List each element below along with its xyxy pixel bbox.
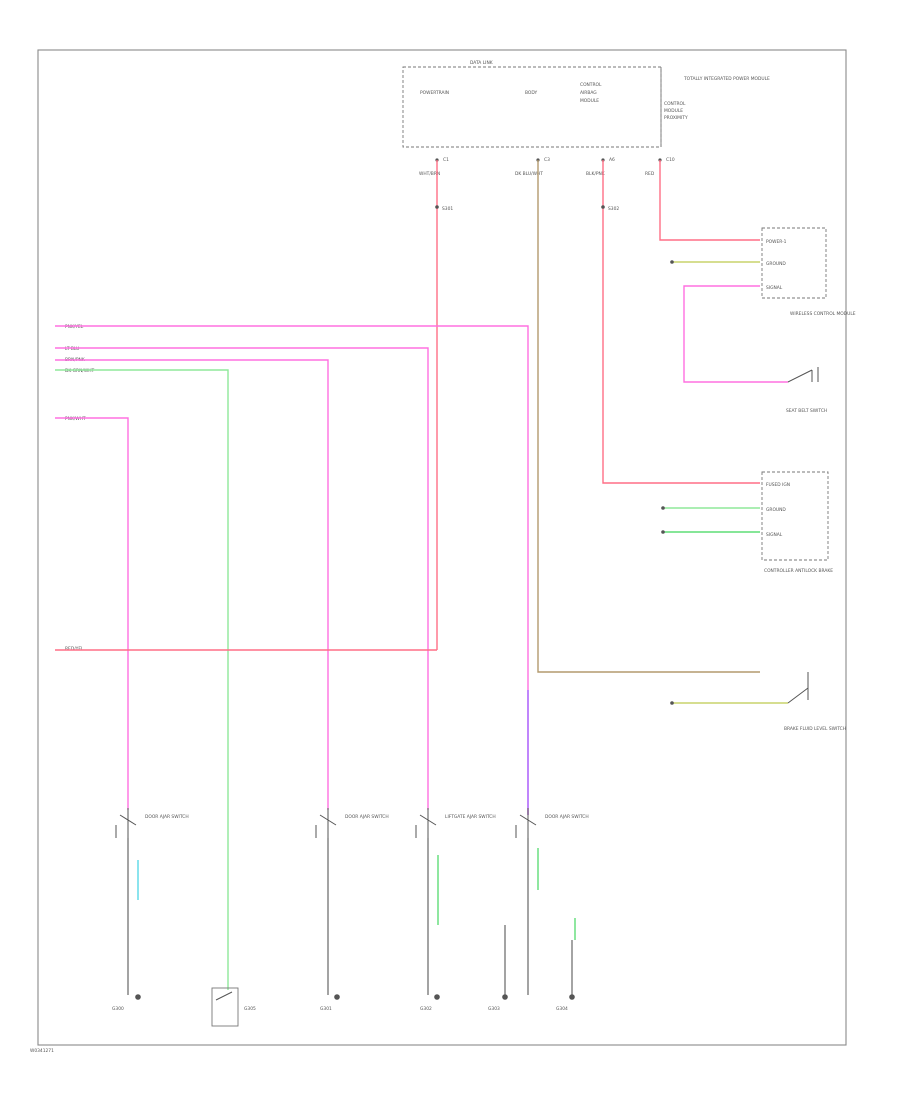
wcm-label-3: SIGNAL <box>766 285 783 291</box>
abs-label-3: SIGNAL <box>766 532 783 538</box>
wireless-control-module: POWER-1 GROUND SIGNAL WIRELESS CONTROL M… <box>761 227 856 317</box>
top-wire-label-2: DK BLU/WHT <box>515 171 543 177</box>
module-label-5: MODULE <box>580 98 599 104</box>
ground-label-5: G304 <box>556 1006 568 1012</box>
top-wire-label-1: WHT/BRN <box>419 171 440 177</box>
ground-label-6: G305 <box>244 1006 256 1012</box>
switch-label-4: DOOR AJAR SWITCH <box>545 814 589 820</box>
ground-label-2: G301 <box>320 1006 332 1012</box>
bottom-switches: DOOR AJAR SWITCH DOOR AJAR SWITCH LIFTGA… <box>115 808 589 838</box>
module-side-label-3: PROXIMITY <box>664 115 688 121</box>
left-label-4: DK GRN/WHT <box>65 368 95 374</box>
module-header: DATA LINK <box>470 60 493 66</box>
abs-label-2: GROUND <box>766 507 786 513</box>
diagram-frame <box>37 49 847 1046</box>
red-wire-right <box>602 160 760 484</box>
pressure-switch-caption: SEAT BELT SWITCH <box>786 408 827 414</box>
ground-label-1: G300 <box>112 1006 124 1012</box>
wcm-label-2: GROUND <box>766 261 786 267</box>
pressure-switch-icon <box>787 367 819 383</box>
wcm-label-1: POWER-1 <box>766 239 787 245</box>
brake-switch-caption: BRAKE FLUID LEVEL SWITCH <box>784 726 846 732</box>
pin-1: C1 <box>443 157 449 163</box>
module-box: DATA LINK POWERTRAIN BODY CONTROL AIRBAG… <box>402 60 770 148</box>
module-label-3: CONTROL <box>580 82 602 88</box>
module-right-label: TOTALLY INTEGRATED POWER MODULE <box>683 76 770 82</box>
top-wire-label-4: RED <box>645 171 655 177</box>
grounds: G300 G301 G302 G303 G304 G305 <box>112 994 575 1012</box>
left-label-2: LT BLU <box>65 346 79 352</box>
controller-antilock: FUSED IGN GROUND SIGNAL CONTROLLER ANTIL… <box>761 471 833 574</box>
module-label-1: POWERTRAIN <box>420 90 449 96</box>
module-side-label-2: MODULE <box>664 108 683 114</box>
tan-wire-main <box>537 160 760 673</box>
pin-2: C3 <box>544 157 550 163</box>
switch-label-3: LIFTGATE AJAR SWITCH <box>445 814 496 820</box>
module-side-label-1: CONTROL <box>664 101 686 107</box>
left-label-6: RED/YEL <box>65 646 84 652</box>
left-label-5: PNK/WHT <box>65 416 86 422</box>
pink-wire-loop <box>683 285 788 383</box>
switch-label-2: DOOR AJAR SWITCH <box>345 814 389 820</box>
top-wire-label-3: BLK/PNK <box>586 171 605 177</box>
module-label-2: BODY <box>525 90 538 96</box>
brake-switch-icon <box>787 672 809 704</box>
splice-2: S302 <box>608 206 619 212</box>
abs-caption: CONTROLLER ANTILOCK BRAKE <box>764 568 833 574</box>
diagram-code: W0341271 <box>30 1048 54 1054</box>
splice-1: S301 <box>442 206 453 212</box>
ground-label-4: G303 <box>488 1006 500 1012</box>
pin-3: A6 <box>609 157 615 163</box>
lower-module <box>211 987 239 1027</box>
left-wires: PNK/YEL LT BLU BRN/PNK DK GRN/WHT PNK/WH… <box>55 324 529 990</box>
ground-label-3: G302 <box>420 1006 432 1012</box>
module-label-4: AIRBAG <box>580 90 597 96</box>
red-wire-power <box>659 160 760 241</box>
wcm-caption: WIRELESS CONTROL MODULE <box>790 311 856 317</box>
switch-label-1: DOOR AJAR SWITCH <box>145 814 189 820</box>
left-label-1: PNK/YEL <box>65 324 84 330</box>
abs-label-1: FUSED IGN <box>766 482 790 488</box>
top-pins: C1 C3 A6 C10 WHT/BRN DK BLU/WHT BLK/PNK … <box>419 157 675 177</box>
pin-4: C10 <box>666 157 675 163</box>
